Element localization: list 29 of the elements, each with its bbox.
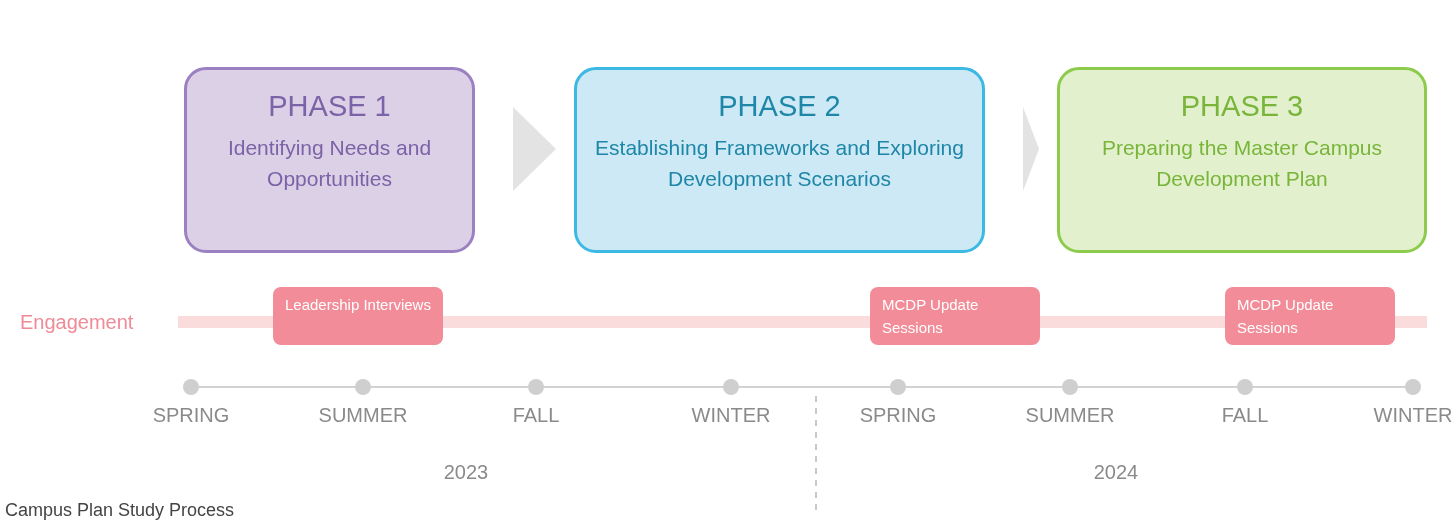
caption: Campus Plan Study Process [5, 500, 235, 521]
phase-box [184, 67, 475, 253]
phase-title: PHASE 1 [268, 89, 391, 124]
season-label: WINTER [1373, 403, 1452, 427]
phase-title: PHASE 2 [718, 89, 841, 124]
phase-description: Establishing Frameworks and Exploring Development Scenarios [594, 135, 965, 192]
engagement-label: MCDP Update Sessions [882, 296, 979, 336]
season-label: SUMMER [1025, 403, 1115, 427]
year-label: 2024 [1093, 460, 1139, 484]
engagement-label: MCDP Update Sessions [1237, 296, 1334, 336]
season-label: SUMMER [318, 403, 408, 427]
season-label: FALL [512, 403, 560, 427]
year-label: 2023 [443, 460, 489, 484]
season-label: SPRING [859, 403, 937, 427]
season-label: FALL [1221, 403, 1269, 427]
engagement-box [870, 287, 1040, 345]
phase-box [574, 67, 985, 253]
phase-description: Identifying Needs and Opportunities [226, 135, 433, 192]
row-label: Engagement [20, 310, 134, 334]
phase-description: Preparing the Master Campus Development Plan [1100, 135, 1384, 192]
phase-title: PHASE 3 [1180, 89, 1304, 124]
engagement-label: Leadership Interviews [285, 296, 431, 313]
season-label: WINTER [691, 403, 771, 427]
chevron-arrow [1023, 107, 1039, 191]
season-label: SPRING [152, 403, 230, 427]
chevron-arrow [513, 107, 556, 191]
phase-box [1057, 67, 1427, 253]
engagement-box [1225, 287, 1395, 345]
engagement-box [273, 287, 443, 345]
